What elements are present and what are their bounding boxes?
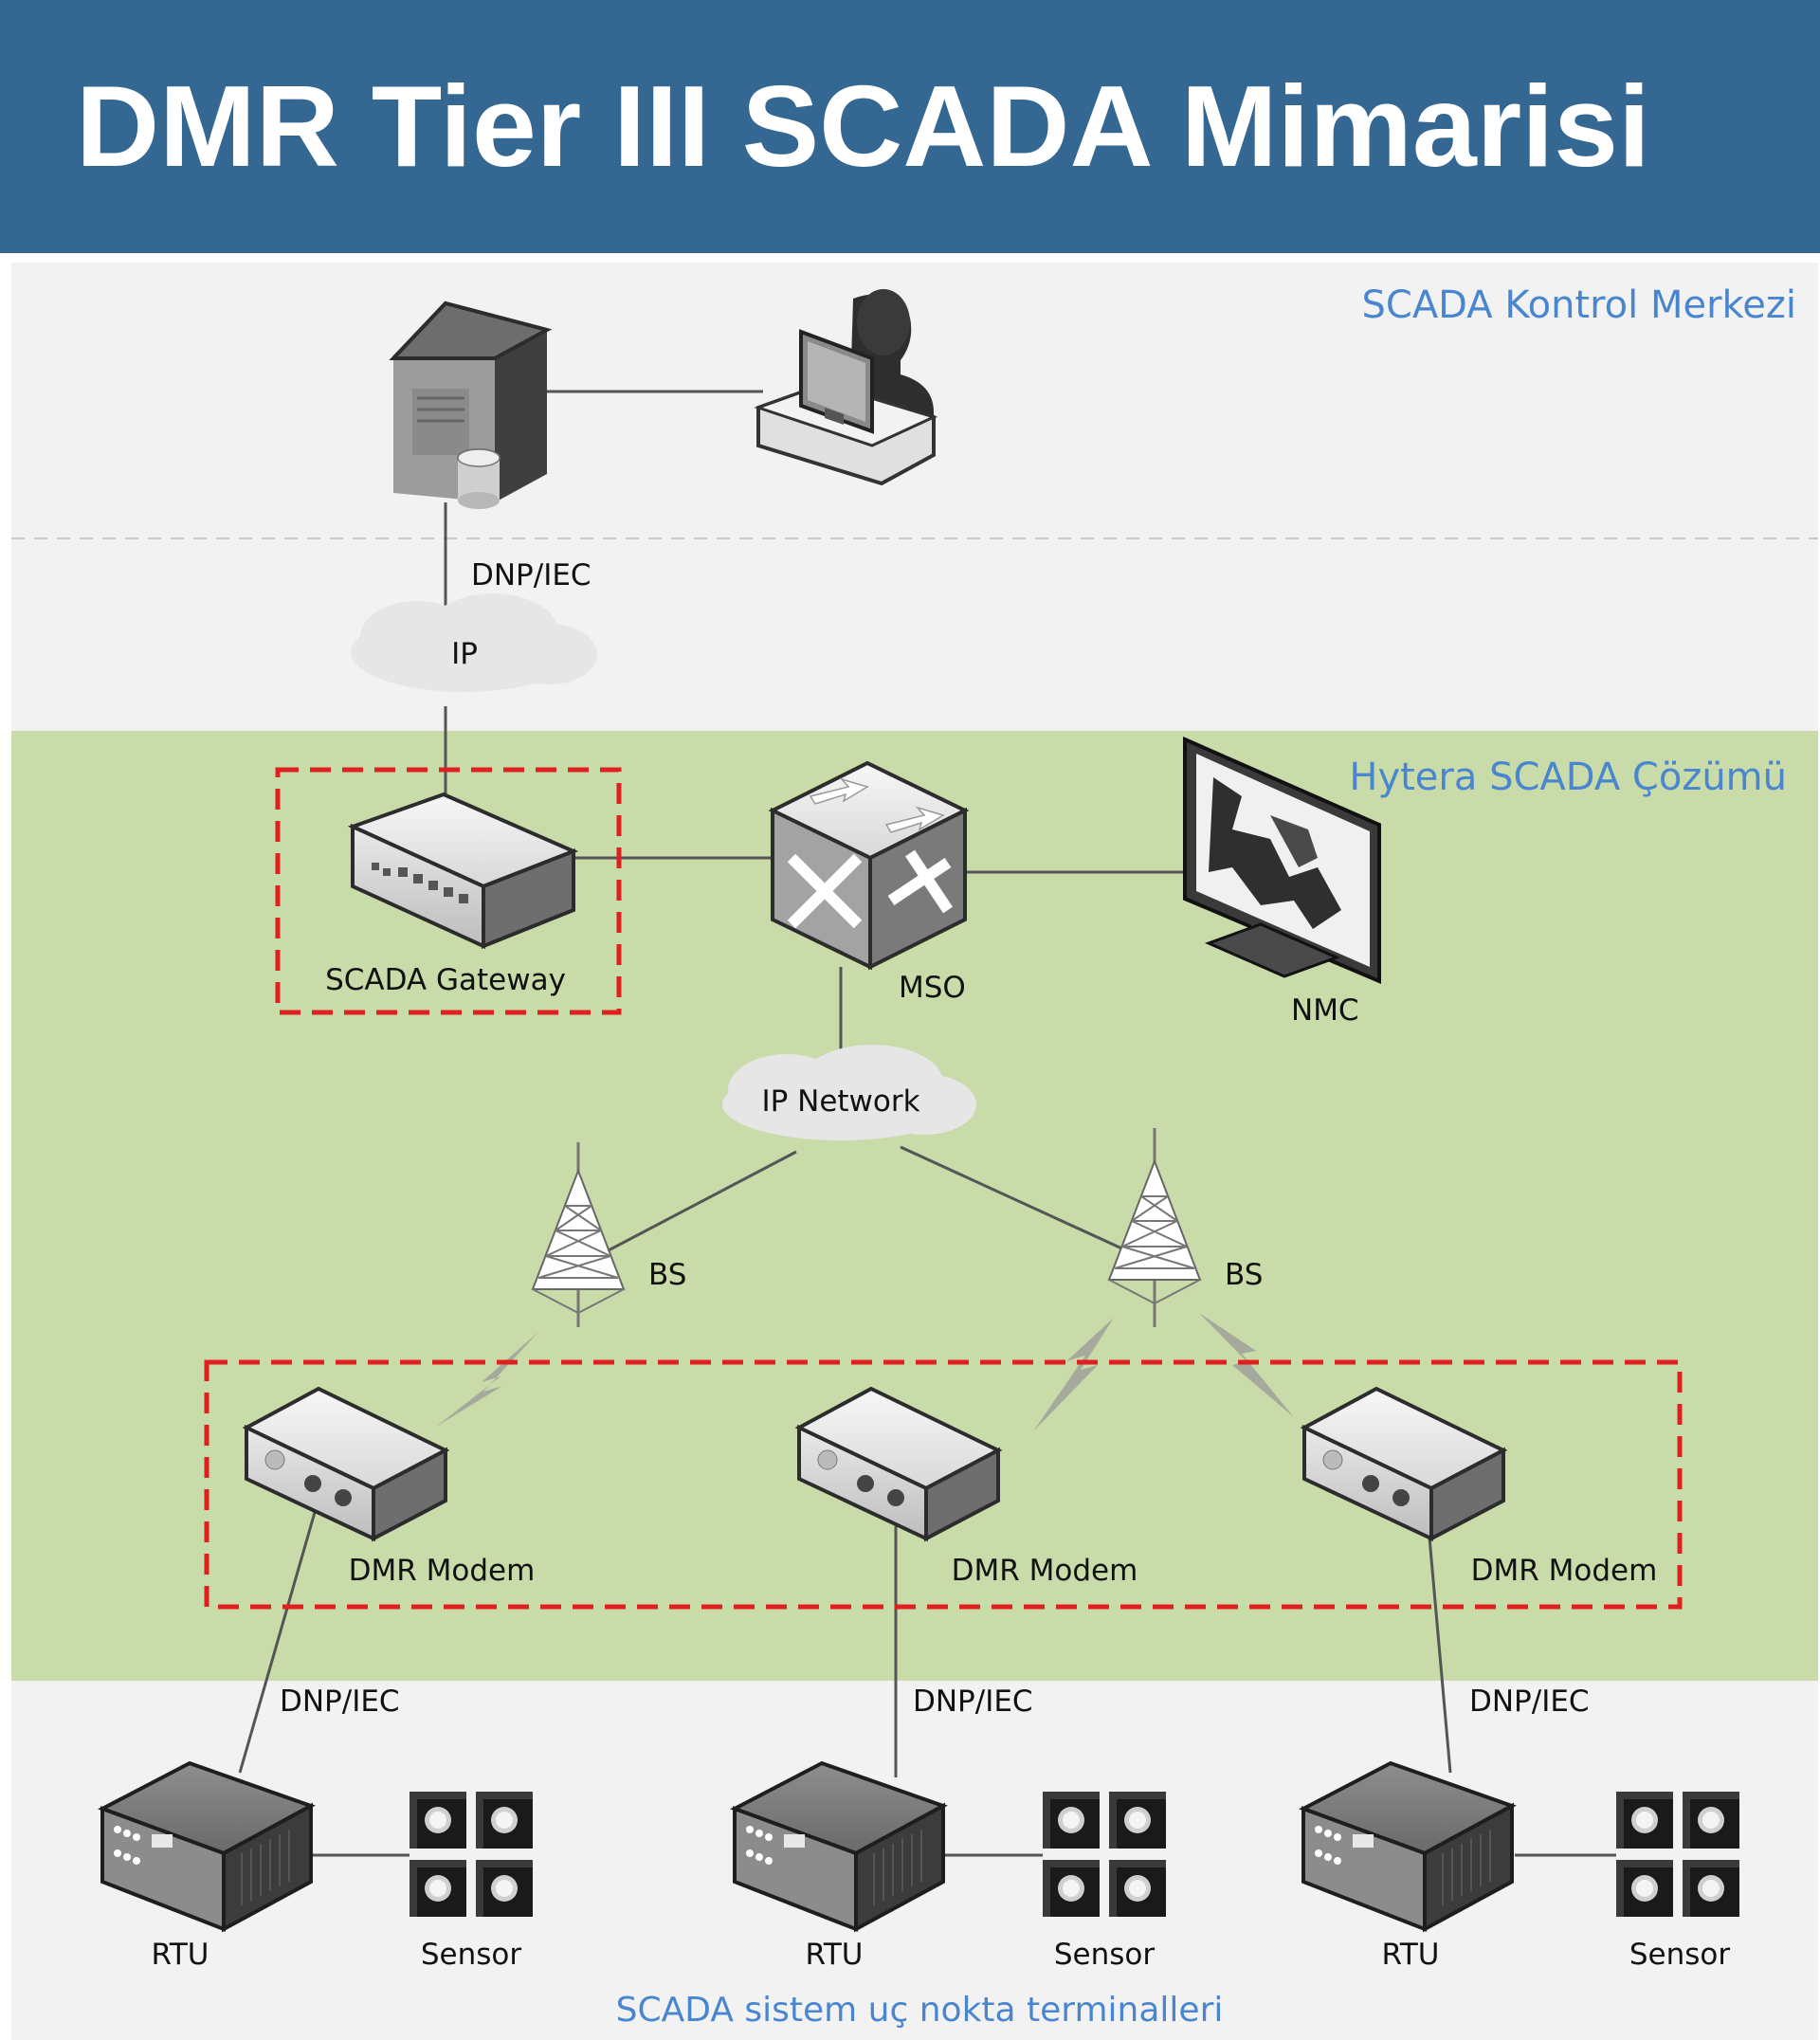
lightning-icon bbox=[436, 1313, 1294, 1431]
monitor-icon bbox=[1183, 736, 1381, 985]
modems-highlight-box bbox=[204, 1359, 1683, 1610]
sensor-label-1: Sensor bbox=[421, 1938, 522, 1972]
modem-label-1: DMR Modem bbox=[349, 1554, 536, 1588]
connections bbox=[238, 390, 1616, 1857]
modem-icon bbox=[794, 1386, 1003, 1542]
dnp-iec-label-1: DNP/IEC bbox=[280, 1685, 400, 1719]
server-icon bbox=[389, 301, 553, 509]
rtu-label-3: RTU bbox=[1382, 1938, 1440, 1972]
zone-label-control-center: SCADA Kontrol Merkezi bbox=[1362, 283, 1797, 327]
switch-icon bbox=[768, 760, 970, 971]
operator-workstation-icon bbox=[754, 289, 938, 486]
tower-icon bbox=[1107, 1128, 1202, 1327]
header-banner: DMR Tier III SCADA Mimarisi bbox=[0, 0, 1820, 253]
rtu-label-1: RTU bbox=[152, 1938, 209, 1972]
rtu-label-2: RTU bbox=[806, 1938, 864, 1972]
bs-label-left: BS bbox=[648, 1258, 686, 1292]
sensor-label-3: Sensor bbox=[1629, 1938, 1731, 1972]
modem-icon bbox=[1300, 1386, 1508, 1542]
dnp-iec-label-top: DNP/IEC bbox=[471, 558, 592, 592]
zone-control-center: SCADA Kontrol Merkezi bbox=[11, 263, 1818, 731]
gateway-icon bbox=[347, 792, 579, 950]
page-title: DMR Tier III SCADA Mimarisi bbox=[76, 62, 1650, 191]
zone-label-hytera-solution: Hytera SCADA Çözümü bbox=[1349, 756, 1787, 799]
gateway-label: SCADA Gateway bbox=[325, 963, 566, 997]
modem-icon bbox=[242, 1386, 450, 1542]
rtu-icon bbox=[730, 1760, 948, 1933]
modem-label-3: DMR Modem bbox=[1471, 1554, 1658, 1588]
tower-icon bbox=[531, 1142, 626, 1327]
modem-label-2: DMR Modem bbox=[952, 1554, 1138, 1588]
rtu-icon bbox=[98, 1760, 316, 1933]
sensor-label-2: Sensor bbox=[1054, 1938, 1156, 1972]
gateway-highlight-box bbox=[275, 767, 622, 1015]
bs-label-right: BS bbox=[1225, 1258, 1263, 1292]
cloud-icon: IP bbox=[351, 593, 597, 692]
rtu-icon bbox=[1299, 1760, 1517, 1933]
nmc-label: NMC bbox=[1291, 993, 1359, 1028]
dnp-iec-label-2: DNP/IEC bbox=[913, 1685, 1033, 1719]
ip-network-label: IP Network bbox=[761, 1084, 919, 1119]
dnp-iec-label-3: DNP/IEC bbox=[1469, 1685, 1590, 1719]
mso-label: MSO bbox=[899, 971, 966, 1005]
ip-network-cloud-icon: IP Network bbox=[722, 1045, 976, 1140]
ip-cloud-label: IP bbox=[451, 637, 478, 671]
zone-label-terminals: SCADA sistem uç nokta terminalleri bbox=[616, 1991, 1224, 2030]
